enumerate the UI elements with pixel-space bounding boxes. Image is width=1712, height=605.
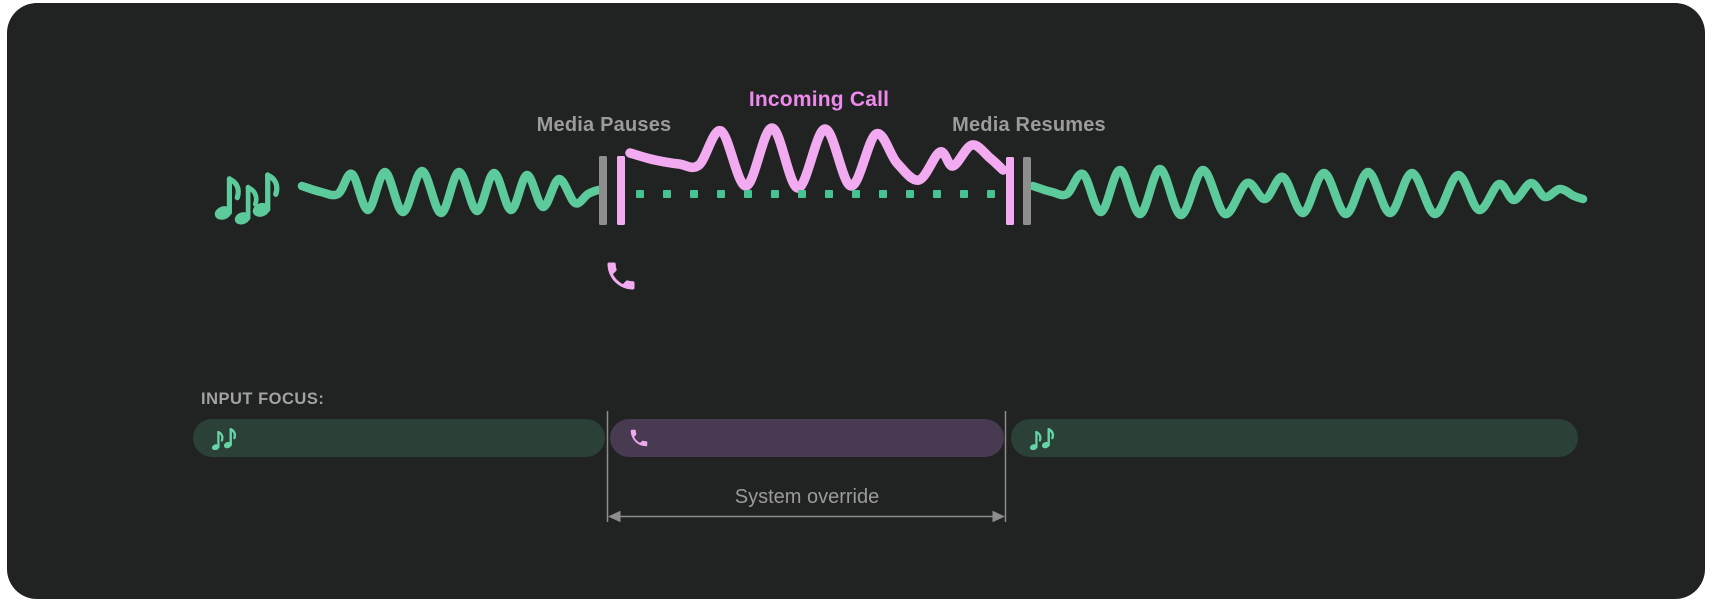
music-notes-icon [213, 175, 277, 227]
focus-bar-media-1 [193, 419, 605, 457]
music-notes-icon [211, 427, 237, 450]
input-focus-label: INPUT FOCUS: [201, 390, 325, 408]
media-wave-before [297, 166, 603, 218]
focus-bar-media-2 [1011, 419, 1578, 457]
arrow-head-right-icon [992, 510, 1005, 523]
focus-bar-call [610, 419, 1004, 457]
phone-icon [630, 429, 648, 447]
incoming-call-label: Incoming Call [748, 88, 890, 111]
diagram-card: Media Pauses Incoming Call Media Resumes… [7, 3, 1705, 599]
media-resumes-label: Media Resumes [952, 114, 1106, 136]
paused-media-dotted-line [636, 190, 995, 198]
media-pauses-marker-gray [599, 156, 607, 225]
media-pauses-label: Media Pauses [536, 114, 672, 136]
media-wave-after [1028, 164, 1588, 220]
timeline-graphics [7, 123, 1588, 523]
music-notes-icon [1029, 427, 1055, 450]
incoming-call-wave [625, 123, 1008, 193]
phone-icon [607, 262, 635, 290]
media-resumes-marker-pink [1006, 157, 1014, 225]
media-pauses-marker-pink [617, 156, 625, 225]
arrow-head-left-icon [608, 510, 621, 523]
system-override-label: System override [734, 486, 880, 508]
media-resumes-marker-gray [1023, 157, 1031, 225]
